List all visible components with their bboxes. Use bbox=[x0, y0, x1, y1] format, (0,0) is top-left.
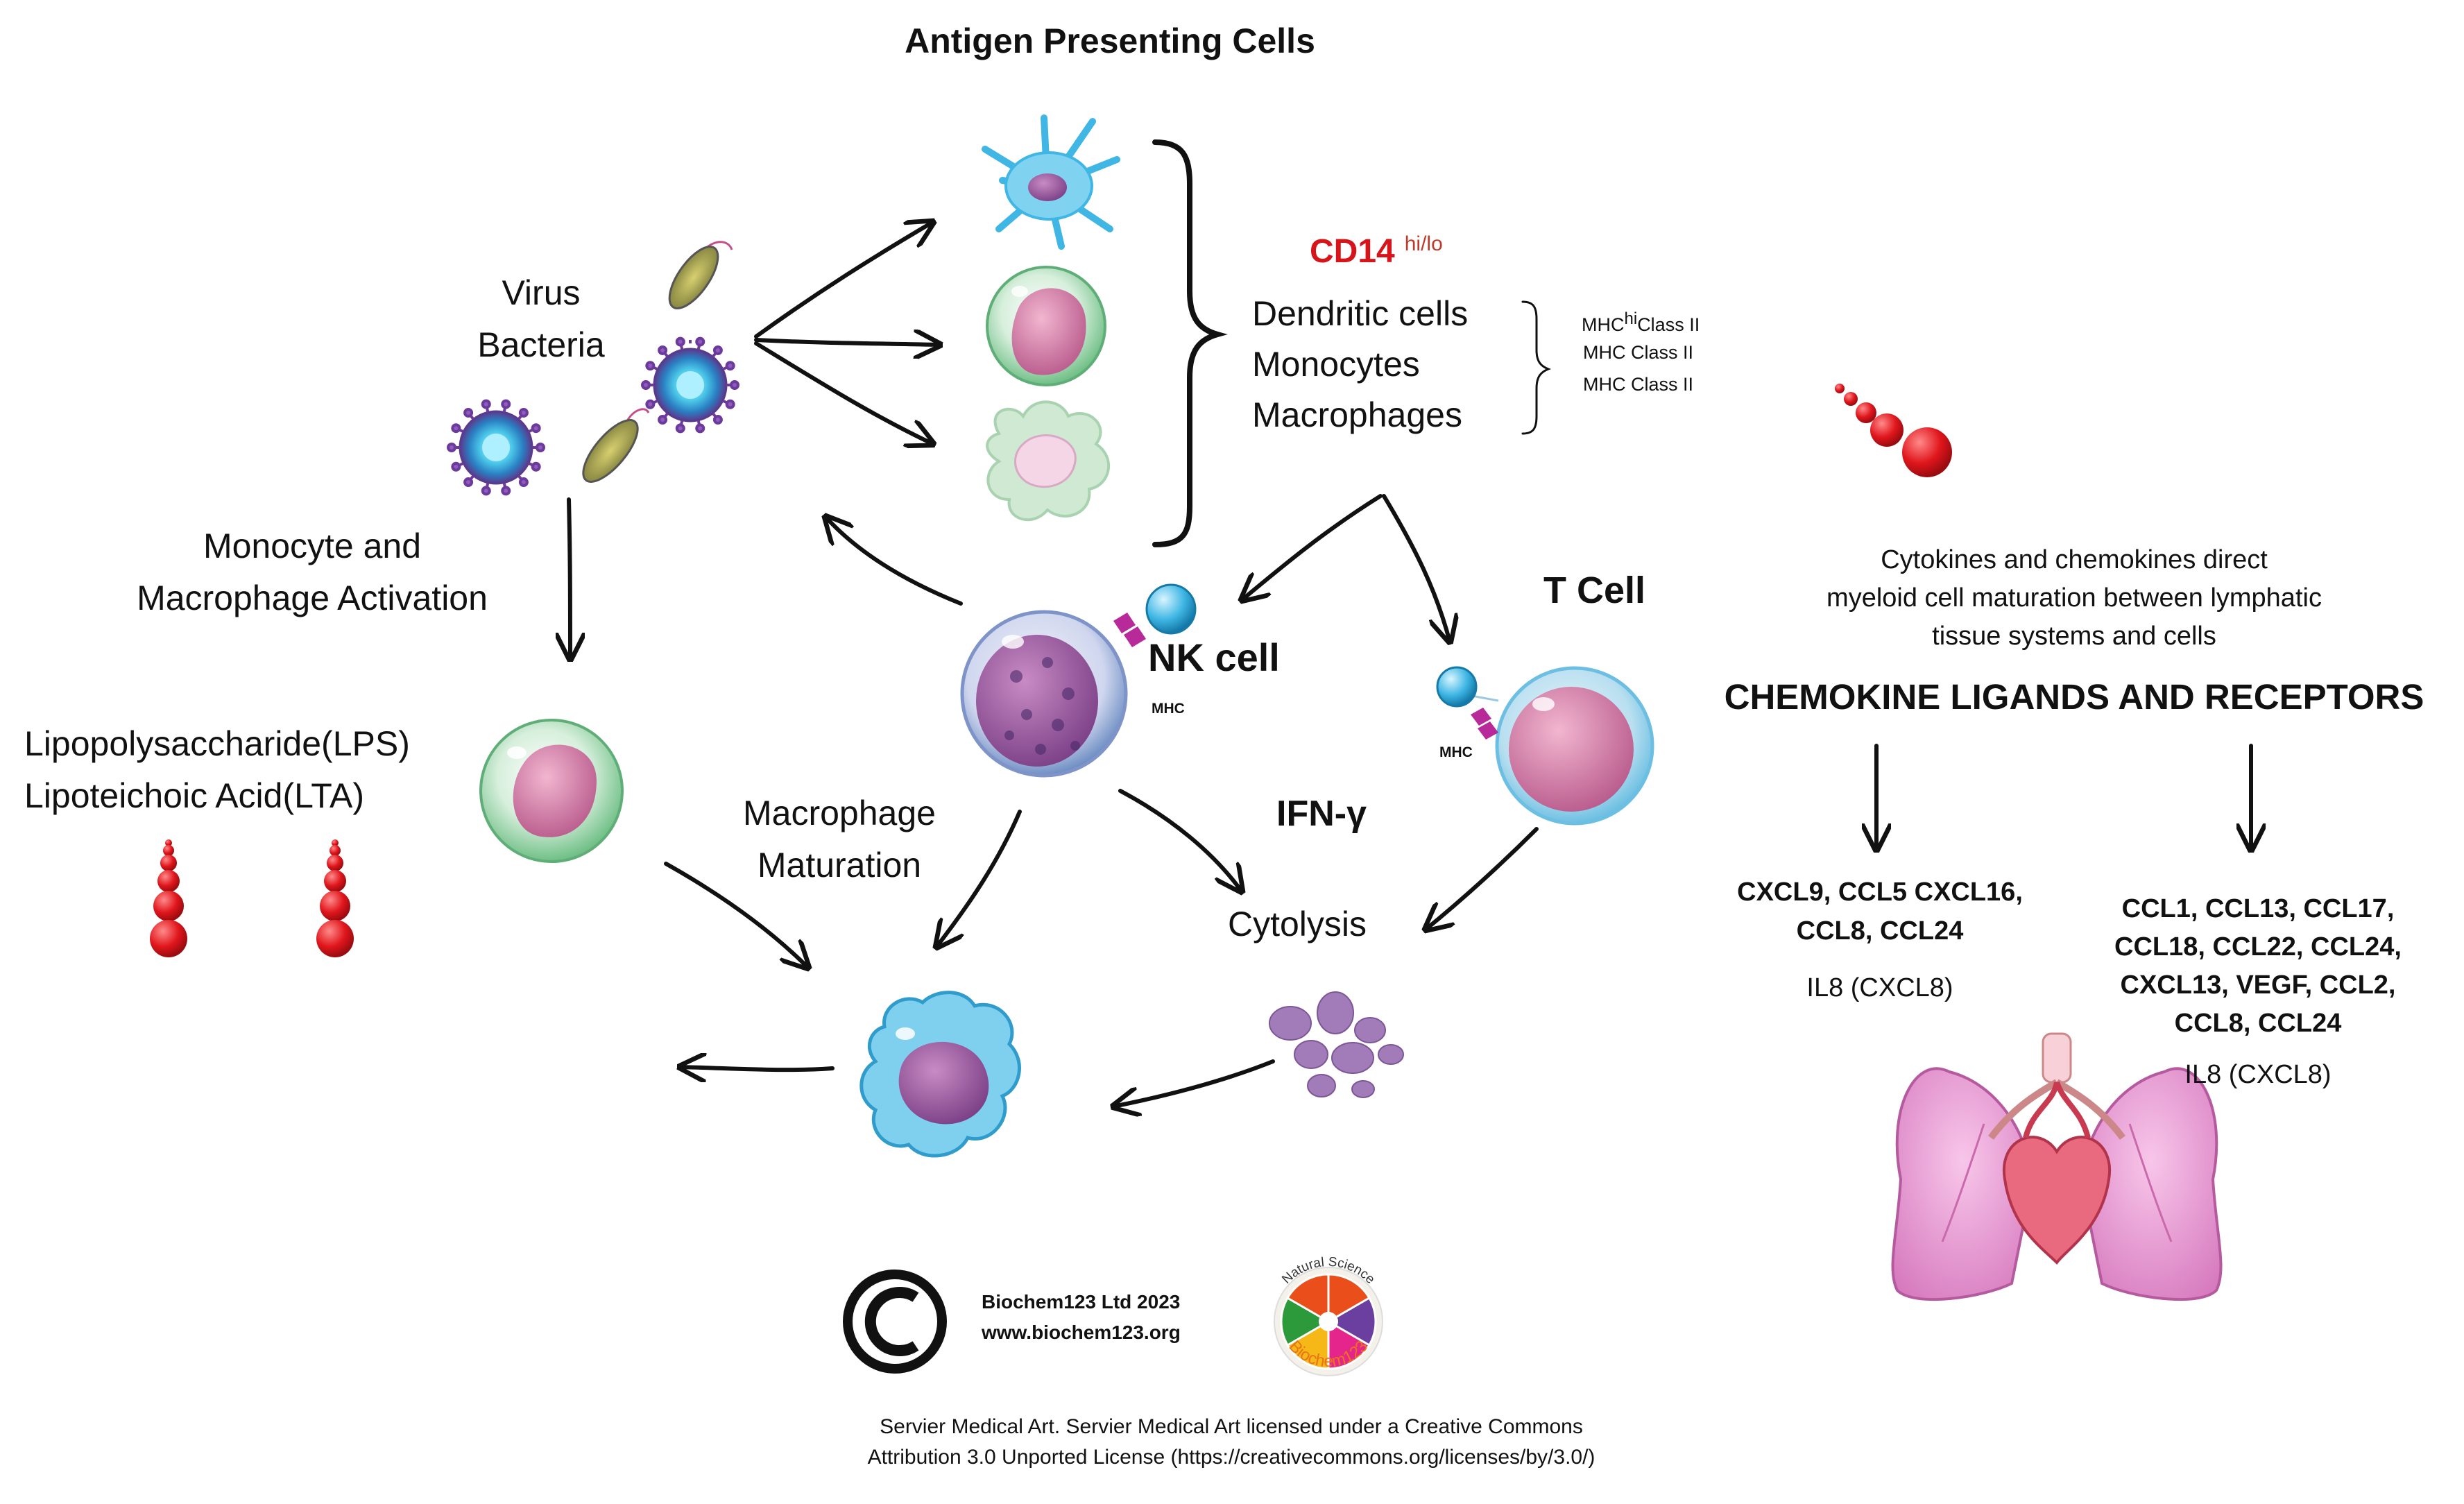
bacteria-icon-2 bbox=[582, 408, 650, 483]
arrow-nk-to-cytolysis bbox=[1118, 789, 1242, 891]
cd14-superscript: hi/lo bbox=[1404, 232, 1443, 255]
virus-spikes bbox=[447, 336, 739, 496]
mhc-brace bbox=[1521, 300, 1552, 435]
natural-science-logo: Natural Science Biochem123 bbox=[1274, 1255, 1383, 1376]
pathogen-label-bacteria: Bacteria bbox=[477, 325, 605, 364]
pathogen-label-virus: Virus bbox=[502, 273, 581, 312]
lps-label: Lipopolysaccharide(LPS) bbox=[24, 724, 410, 763]
activation-label-line1: Monocyte and bbox=[203, 527, 422, 565]
cytolysis-label: Cytolysis bbox=[1228, 905, 1367, 943]
arrow-activation-down bbox=[569, 497, 570, 659]
cytokine-description-line2: myeloid cell maturation between lymphati… bbox=[1826, 583, 2322, 613]
maturation-label-line2: Maturation bbox=[757, 846, 922, 885]
arrow-apc-to-nk bbox=[1242, 494, 1383, 600]
lta-label: Lipoteichoic Acid(LTA) bbox=[24, 776, 365, 815]
mhc-hi-label: MHChiClass II bbox=[1582, 309, 1700, 335]
arrows bbox=[569, 222, 2251, 1106]
arrow-monocyte-to-macrophage bbox=[664, 862, 808, 968]
credit-line2: Attribution 3.0 Unported License (https:… bbox=[867, 1446, 1595, 1469]
virus-icon-1 bbox=[653, 340, 728, 422]
mhc-label-2: MHC Class II bbox=[1583, 342, 1694, 363]
chemokine-heading: CHEMOKINE LIGANDS AND RECEPTORS bbox=[1724, 677, 2424, 717]
maturation-label-line1: Macrophage bbox=[743, 794, 936, 832]
arrow-pathogen-to-dendritic bbox=[754, 222, 933, 339]
lungs-heart-icon bbox=[1891, 1032, 2223, 1301]
nk-cell-label: NK cell bbox=[1148, 635, 1280, 679]
cytokine-description: Cytokines and chemokines direct myeloid … bbox=[1703, 541, 2445, 656]
chemokine-list-left: CXCL9, CCL5 CXCL16, CCL8, CCL24 bbox=[1713, 873, 2046, 950]
apc-type-macrophages: Macrophages bbox=[1252, 395, 1462, 434]
nk-bound-molecule-icon bbox=[1145, 583, 1197, 635]
nk-cell-icon bbox=[960, 610, 1146, 778]
credit-line1: Servier Medical Art. Servier Medical Art… bbox=[880, 1415, 1583, 1438]
t-cell-label: T Cell bbox=[1543, 570, 1646, 611]
arrow-nk-to-apc bbox=[825, 517, 963, 606]
arrow-macrophage-left bbox=[680, 1067, 835, 1070]
il8-left-label: IL8 (CXCL8) bbox=[1806, 973, 1953, 1002]
mhc-hi-superscript: hi bbox=[1624, 309, 1638, 328]
cytokine-description-line1: Cytokines and chemokines direct bbox=[1881, 545, 2268, 574]
arrow-nk-to-macrophage bbox=[936, 810, 1022, 947]
nk-mhc-label: MHC bbox=[1152, 701, 1185, 717]
chemokine-list-left-line1: CXCL9, CCL5 CXCL16, bbox=[1737, 878, 2023, 907]
macrophage-cell-icon bbox=[986, 400, 1110, 522]
arrow-debris-to-macrophage bbox=[1113, 1059, 1275, 1106]
chemokine-list-right-line3: CXCL13, VEGF, CCL2, bbox=[2120, 971, 2396, 1000]
tcell-mhc-label: MHC bbox=[1439, 744, 1473, 760]
chemokine-list-right-line2: CCL18, CCL22, CCL24, bbox=[2114, 932, 2402, 962]
activation-label-line2: Macrophage Activation bbox=[137, 579, 488, 617]
company-info: Biochem123 Ltd 2023 www.biochem123.org bbox=[982, 1287, 1181, 1348]
company-name: Biochem123 Ltd 2023 bbox=[982, 1291, 1181, 1313]
apc-type-monocytes: Monocytes bbox=[1252, 345, 1420, 384]
arrow-tcell-to-cytolysis bbox=[1426, 827, 1539, 930]
bacteria-icon-1 bbox=[668, 241, 733, 309]
credit-text: Servier Medical Art. Servier Medical Art… bbox=[728, 1412, 1734, 1473]
arrow-pathogen-to-monocyte bbox=[754, 340, 940, 345]
chemokine-list-left-line2: CCL8, CCL24 bbox=[1796, 916, 1964, 946]
cell-debris-icon bbox=[1269, 991, 1404, 1098]
activated-monocyte-icon bbox=[479, 719, 624, 863]
apc-brace bbox=[1152, 139, 1228, 547]
cytokine-description-line3: tissue systems and cells bbox=[1932, 622, 2216, 651]
chemokine-list-right: CCL1, CCL13, CCL17, CCL18, CCL22, CCL24,… bbox=[2102, 890, 2414, 1043]
chemokine-list-right-line4: CCL8, CCL24 bbox=[2174, 1009, 2342, 1038]
cytokine-molecule-chains bbox=[150, 384, 1952, 957]
diagram-title: Antigen Presenting Cells bbox=[905, 22, 1315, 60]
copyright-logo bbox=[843, 1270, 947, 1374]
il8-right-label: IL8 (CXCL8) bbox=[2184, 1060, 2332, 1089]
dendritic-cell-icon bbox=[982, 114, 1120, 250]
mhc-label-3: MHC Class II bbox=[1583, 374, 1694, 395]
chemokine-list-right-line1: CCL1, CCL13, CCL17, bbox=[2121, 894, 2395, 923]
company-website: www.biochem123.org bbox=[982, 1322, 1181, 1343]
ifn-gamma-label: IFN-γ bbox=[1276, 794, 1367, 834]
monocyte-cell-icon bbox=[986, 266, 1106, 386]
virus-icon-2 bbox=[459, 410, 533, 485]
t-cell-icon bbox=[1460, 666, 1654, 826]
apc-type-dendritic: Dendritic cells bbox=[1252, 294, 1469, 333]
mature-macrophage-icon bbox=[859, 991, 1021, 1158]
arrow-apc-to-tcell bbox=[1382, 494, 1450, 642]
tcell-bound-molecule-icon bbox=[1436, 666, 1478, 708]
arrow-pathogen-to-macrophage bbox=[754, 341, 933, 444]
